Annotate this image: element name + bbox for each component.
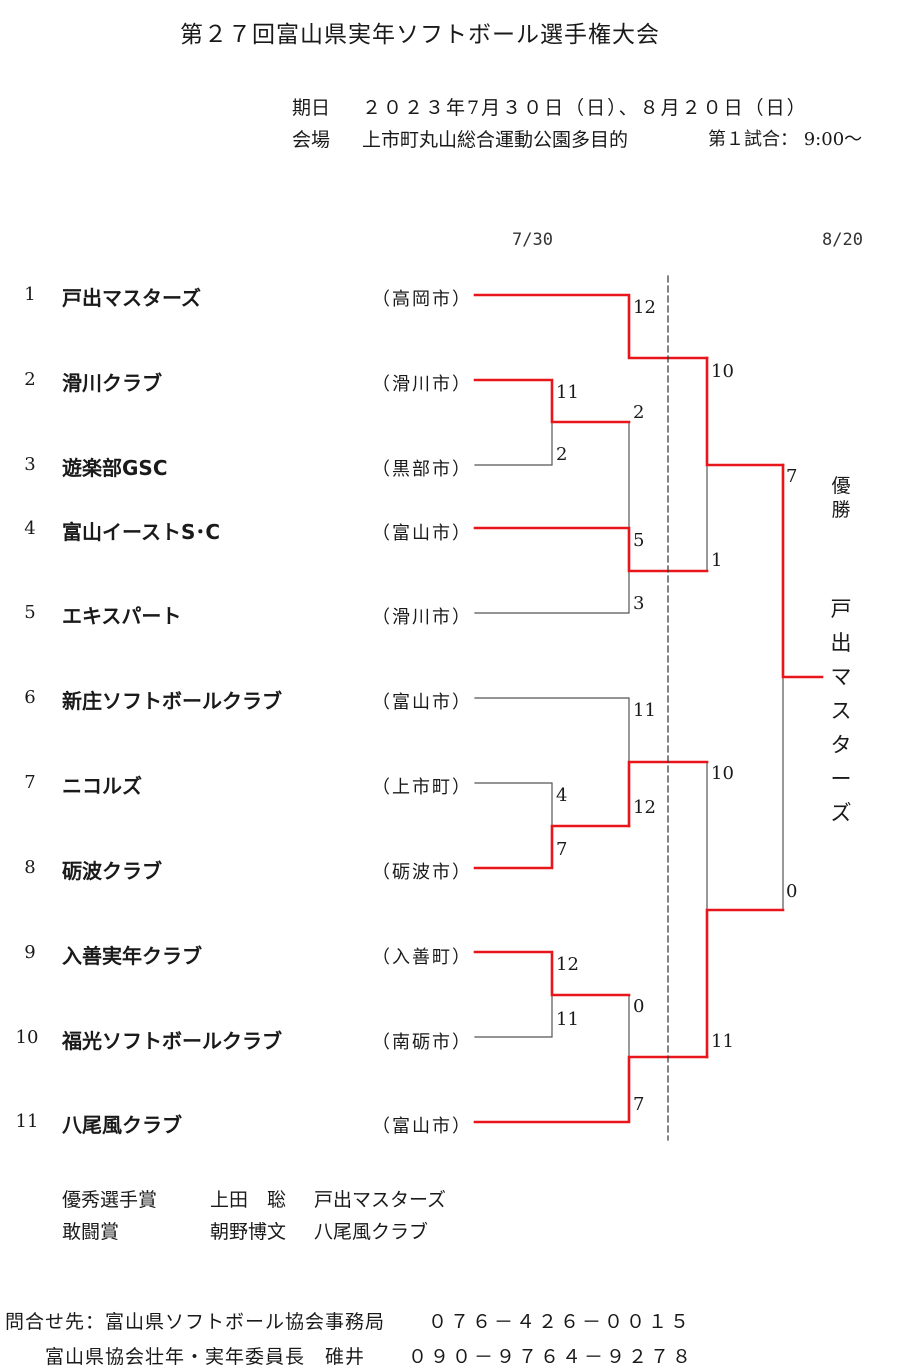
venue-label: 会場 <box>292 129 331 151</box>
score: 12 <box>633 797 656 818</box>
winner-line <box>627 760 709 828</box>
award-title: 敢闘賞 <box>62 1221 120 1243</box>
score: 10 <box>711 361 734 382</box>
winner-line <box>781 463 824 679</box>
team-seed: 5 <box>24 602 36 623</box>
award-team: 八尾風クラブ <box>314 1221 429 1243</box>
round1-date: 7/30 <box>512 230 553 250</box>
contact-phone: ０７６－４２６－００１５ <box>428 1311 693 1333</box>
team-city: （富山市） <box>372 523 472 544</box>
team-name: 砺波クラブ <box>62 859 162 883</box>
bracket-line <box>474 570 630 614</box>
score: 7 <box>556 839 568 860</box>
date-value: ２０２３年7月３０日（日）、８月２０日（日） <box>362 97 808 119</box>
team-seed: 2 <box>24 369 36 390</box>
score: 11 <box>633 700 656 721</box>
score: 11 <box>556 1009 579 1030</box>
team-seed: 7 <box>24 772 36 793</box>
team-city: （富山市） <box>372 692 472 713</box>
score: 5 <box>633 530 645 551</box>
team-name: 八尾風クラブ <box>62 1113 182 1137</box>
award-title: 優秀選手賞 <box>62 1189 158 1211</box>
team-seed: 8 <box>24 857 36 878</box>
winner-line <box>473 1055 709 1124</box>
team-name: ニコルズ <box>62 774 142 798</box>
contact-phone: ０９０－９７６４－９２７８ <box>408 1346 695 1368</box>
award-team: 戸出マスターズ <box>314 1189 447 1211</box>
final-date: 8/20 <box>822 230 863 250</box>
bracket-line <box>474 994 553 1038</box>
bracket-line <box>474 697 630 763</box>
score: 0 <box>786 881 798 902</box>
team-name: 富山イーストS･C <box>62 520 221 544</box>
team-seed: 6 <box>24 687 36 708</box>
team-name: 福光ソフトボールクラブ <box>62 1029 282 1053</box>
team-city: （入善町） <box>372 947 472 968</box>
page-title: 第２７回富山県実年ソフトボール選手権大会 <box>180 22 660 48</box>
team-city: （南砺市） <box>372 1032 472 1053</box>
team-name: 滑川クラブ <box>62 371 162 395</box>
score: 1 <box>711 550 723 571</box>
team-name: 戸出マスターズ <box>62 286 201 310</box>
champion-label: 優勝 <box>831 475 851 521</box>
winner-line <box>473 824 631 870</box>
team-name: 新庄ソフトボールクラブ <box>62 689 282 713</box>
team-seed: 3 <box>24 454 36 475</box>
score: 2 <box>633 402 645 423</box>
date-label: 期日 <box>292 97 331 119</box>
score: 4 <box>556 785 568 806</box>
team-seed: 1 <box>24 284 36 305</box>
team-city: （滑川市） <box>372 607 472 628</box>
score: 11 <box>556 382 579 403</box>
team-name: エキスパート <box>62 604 182 628</box>
venue-value: 上市町丸山総合運動公園多目的 <box>362 129 629 151</box>
contact-label: 富山県協会壮年・実年委員長 碓井 <box>45 1346 366 1368</box>
team-city: （滑川市） <box>372 374 472 395</box>
bracket-line <box>474 782 553 827</box>
score: 3 <box>633 593 645 614</box>
score: 0 <box>633 996 645 1017</box>
team-name: 遊楽部GSC <box>62 456 168 480</box>
bracket-line <box>474 421 553 466</box>
score: 11 <box>711 1031 734 1052</box>
winner-line <box>473 526 709 573</box>
winner-line <box>473 950 631 997</box>
score: 12 <box>556 954 579 975</box>
winner-line <box>705 356 785 467</box>
team-seed: 9 <box>24 942 36 963</box>
team-city: （上市町） <box>372 777 472 798</box>
score: 2 <box>556 444 568 465</box>
score: 12 <box>633 297 656 318</box>
score: 7 <box>786 466 798 487</box>
score: 7 <box>633 1094 645 1115</box>
contact-label: 問合せ先：富山県ソフトボール協会事務局 <box>5 1311 386 1333</box>
team-city: （高岡市） <box>372 289 472 310</box>
winner-line <box>473 293 709 360</box>
team-city: （富山市） <box>372 1116 472 1137</box>
team-seed: 10 <box>15 1027 39 1048</box>
team-city: （砺波市） <box>372 862 472 883</box>
champion-name: 戸出マスターズ <box>830 597 852 825</box>
team-seed: 11 <box>15 1111 39 1132</box>
team-city: （黒部市） <box>372 459 472 480</box>
winner-line <box>705 908 785 1059</box>
first-game-time: 第１試合： 9:00～ <box>708 129 863 150</box>
winner-line <box>473 378 631 424</box>
score: 10 <box>711 763 734 784</box>
award-person: 上田 聡 <box>210 1189 287 1211</box>
team-name: 入善実年クラブ <box>62 944 202 968</box>
team-seed: 4 <box>24 518 36 539</box>
award-person: 朝野博文 <box>210 1221 287 1243</box>
